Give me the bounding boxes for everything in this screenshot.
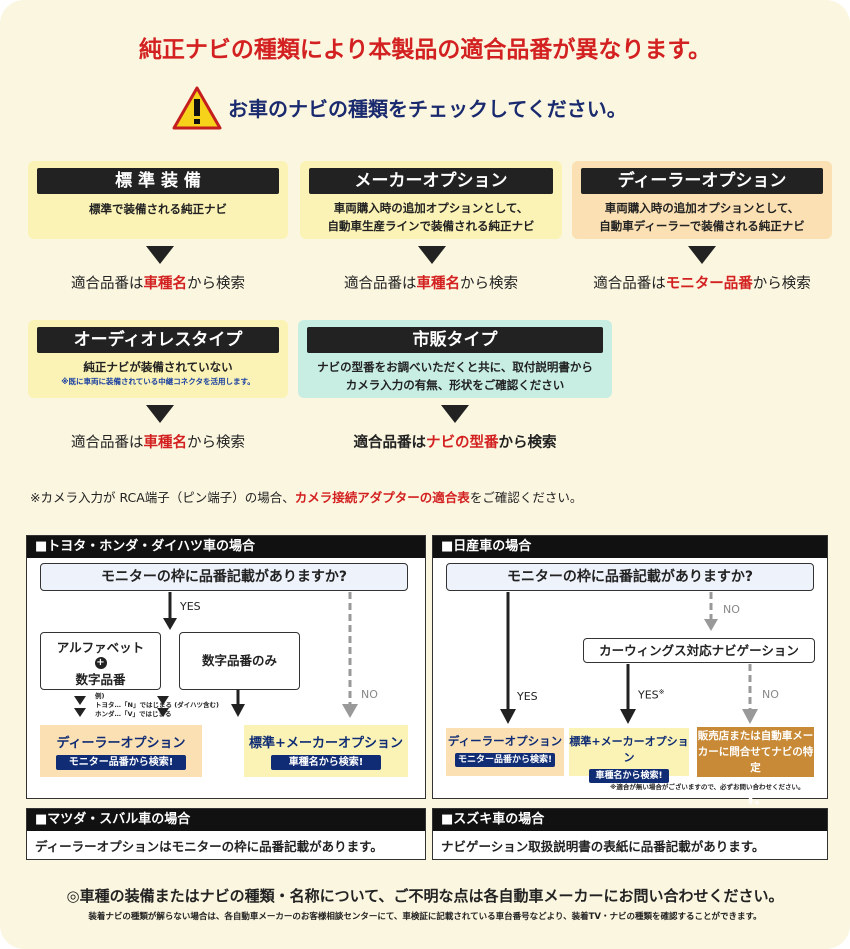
nissan-note: ※適合が無い場合がございますので、必ずお問い合わせください。 <box>610 783 805 791</box>
carwings-box: カーウィングス対応ナビゲーション <box>583 638 815 663</box>
toyota-standard-option: 標準+メーカーオプション 車種名から検索! <box>244 725 408 777</box>
check-heading: お車のナビの種類をチェックしてください。 <box>228 97 627 121</box>
warning-icon <box>172 86 222 130</box>
toyota-question: モニターの枠に品番記載がありますか? <box>40 563 408 591</box>
result-audioless: 適合品番は車種名から検索 <box>71 435 245 451</box>
example-note: 例)トヨタ…「N」ではじまる (ダイハツ含む)ホンダ…「V」ではじまる <box>95 692 220 718</box>
result-dealer: 適合品番はモニター品番から検索 <box>593 276 811 292</box>
alphabet-box: アルファベット + 数字品番 <box>40 632 161 690</box>
camera-note: ※カメラ入力が RCA端子（ピン端子）の場合、カメラ接続アダプターの適合表をご確… <box>30 490 583 505</box>
tile-title: オーディオレスタイプ <box>37 327 279 353</box>
down-arrow-icon <box>418 246 446 264</box>
nissan-question: モニターの枠に品番記載がありますか? <box>446 563 814 591</box>
down-arrow-icon <box>441 405 469 423</box>
yes-label: YES※ <box>638 688 665 702</box>
mazda-panel: ■マツダ・スバル車の場合 ディーラーオプションはモニターの枠に品番記載があります… <box>26 808 426 860</box>
tile-desc: ナビの型番をお調べいただくと共に、取付説明書から <box>317 360 593 374</box>
numeric-label: 数字品番 <box>75 672 126 687</box>
dealer-inquiry-box: 販売店または自動車メー カーに問合せてナビの特定 と名称をご確認願います。 <box>697 727 814 806</box>
page-title: 純正ナビの種類により本製品の適合品番が異なります。 <box>138 37 712 63</box>
plus-icon: + <box>94 657 107 669</box>
result-standard: 適合品番は車種名から検索 <box>71 276 245 292</box>
no-label: NO <box>723 603 740 616</box>
yes-label: YES <box>180 600 201 613</box>
section-title: ■スズキ車の場合 <box>433 809 827 831</box>
alphabet-label: アルファベット <box>56 640 145 655</box>
suzuki-text: ナビゲーション取扱説明書の表紙に品番記載があります。 <box>441 839 765 854</box>
tile-title: 市販タイプ <box>307 327 603 353</box>
down-arrow-icon <box>688 246 716 264</box>
tile-note: ※既に車両に装備されている中継コネクタを活用します。 <box>61 377 255 386</box>
tile-desc: 自動車ディーラーで装備される純正ナビ <box>599 219 805 233</box>
section-title: ■トヨタ・ホンダ・ダイハツ車の場合 <box>27 536 425 558</box>
tile-desc: 自動車生産ラインで装備される純正ナビ <box>327 219 535 233</box>
tile-desc: 車両購入時の追加オプションとして、 <box>604 201 800 215</box>
section-title: ■マツダ・スバル車の場合 <box>27 809 425 831</box>
tile-maker: メーカーオプション 車両購入時の追加オプションとして、 自動車生産ラインで装備さ… <box>300 161 562 239</box>
section-title: ■日産車の場合 <box>433 536 827 558</box>
tile-title: メーカーオプション <box>309 168 553 194</box>
suzuki-panel: ■スズキ車の場合 ナビゲーション取扱説明書の表紙に品番記載があります。 <box>432 808 828 860</box>
result-maker: 適合品番は車種名から検索 <box>344 276 518 292</box>
no-label: NO <box>361 688 378 701</box>
tile-title: 標 準 装 備 <box>37 168 279 194</box>
footer-sub: 装着ナビの種類が解らない場合は、各自動車メーカーのお客様相談センターにて、車検証… <box>88 912 762 922</box>
yes-label: YES <box>517 690 538 703</box>
nissan-standard-option: 標準+メーカーオプション 車種名から検索! <box>569 728 689 783</box>
tile-standard: 標 準 装 備 標準で装備される純正ナビ <box>28 161 288 239</box>
mazda-text: ディーラーオプションはモニターの枠に品番記載があります。 <box>35 839 383 854</box>
tile-audioless: オーディオレスタイプ 純正ナビが装備されていない ※既に車両に装備されている中継… <box>28 320 288 398</box>
numeric-only-box: 数字品番のみ <box>179 632 300 690</box>
tile-desc: カメラ入力の有無、形状をご確認ください <box>345 378 565 392</box>
tile-dealer: ディーラーオプション 車両購入時の追加オプションとして、 自動車ディーラーで装備… <box>572 161 832 239</box>
nissan-dealer-option: ディーラーオプション モニター品番から検索! <box>446 728 564 776</box>
no-label: NO <box>762 688 779 701</box>
toyota-dealer-option: ディーラーオプション モニター品番から検索! <box>40 725 202 777</box>
tile-desc: 車両購入時の追加オプションとして、 <box>333 201 529 215</box>
result-aftermarket: 適合品番はナビの型番から検索 <box>353 435 557 451</box>
footer-main: ◎車種の装備またはナビの種類・名称について、ご不明な点は各自動車メーカーにお問い… <box>66 887 784 905</box>
tile-desc: 純正ナビが装備されていない <box>83 360 233 374</box>
tile-title: ディーラーオプション <box>581 168 823 194</box>
tile-desc: 標準で装備される純正ナビ <box>89 202 227 216</box>
down-arrow-icon <box>146 246 174 264</box>
down-arrow-icon <box>146 405 174 423</box>
tile-aftermarket: 市販タイプ ナビの型番をお調べいただくと共に、取付説明書から カメラ入力の有無、… <box>298 320 612 398</box>
